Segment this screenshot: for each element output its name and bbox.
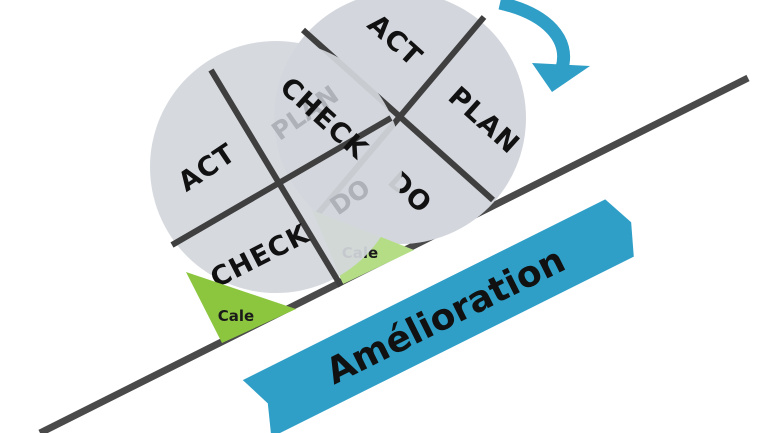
front-wheel-divider-b [170,115,393,248]
front-pdca-wheel: PLAN DO ACT CHECK CHECK [150,41,402,294]
front-wedge-label: Cale [218,307,254,325]
rotation-arrow-icon [498,0,590,92]
front-wedge-shape [186,272,296,343]
front-wheel-divider-a [208,68,344,288]
front-wheel-disc [150,41,402,293]
front-wedge: Cale [186,272,296,343]
banner-arrow-shape [242,199,634,433]
